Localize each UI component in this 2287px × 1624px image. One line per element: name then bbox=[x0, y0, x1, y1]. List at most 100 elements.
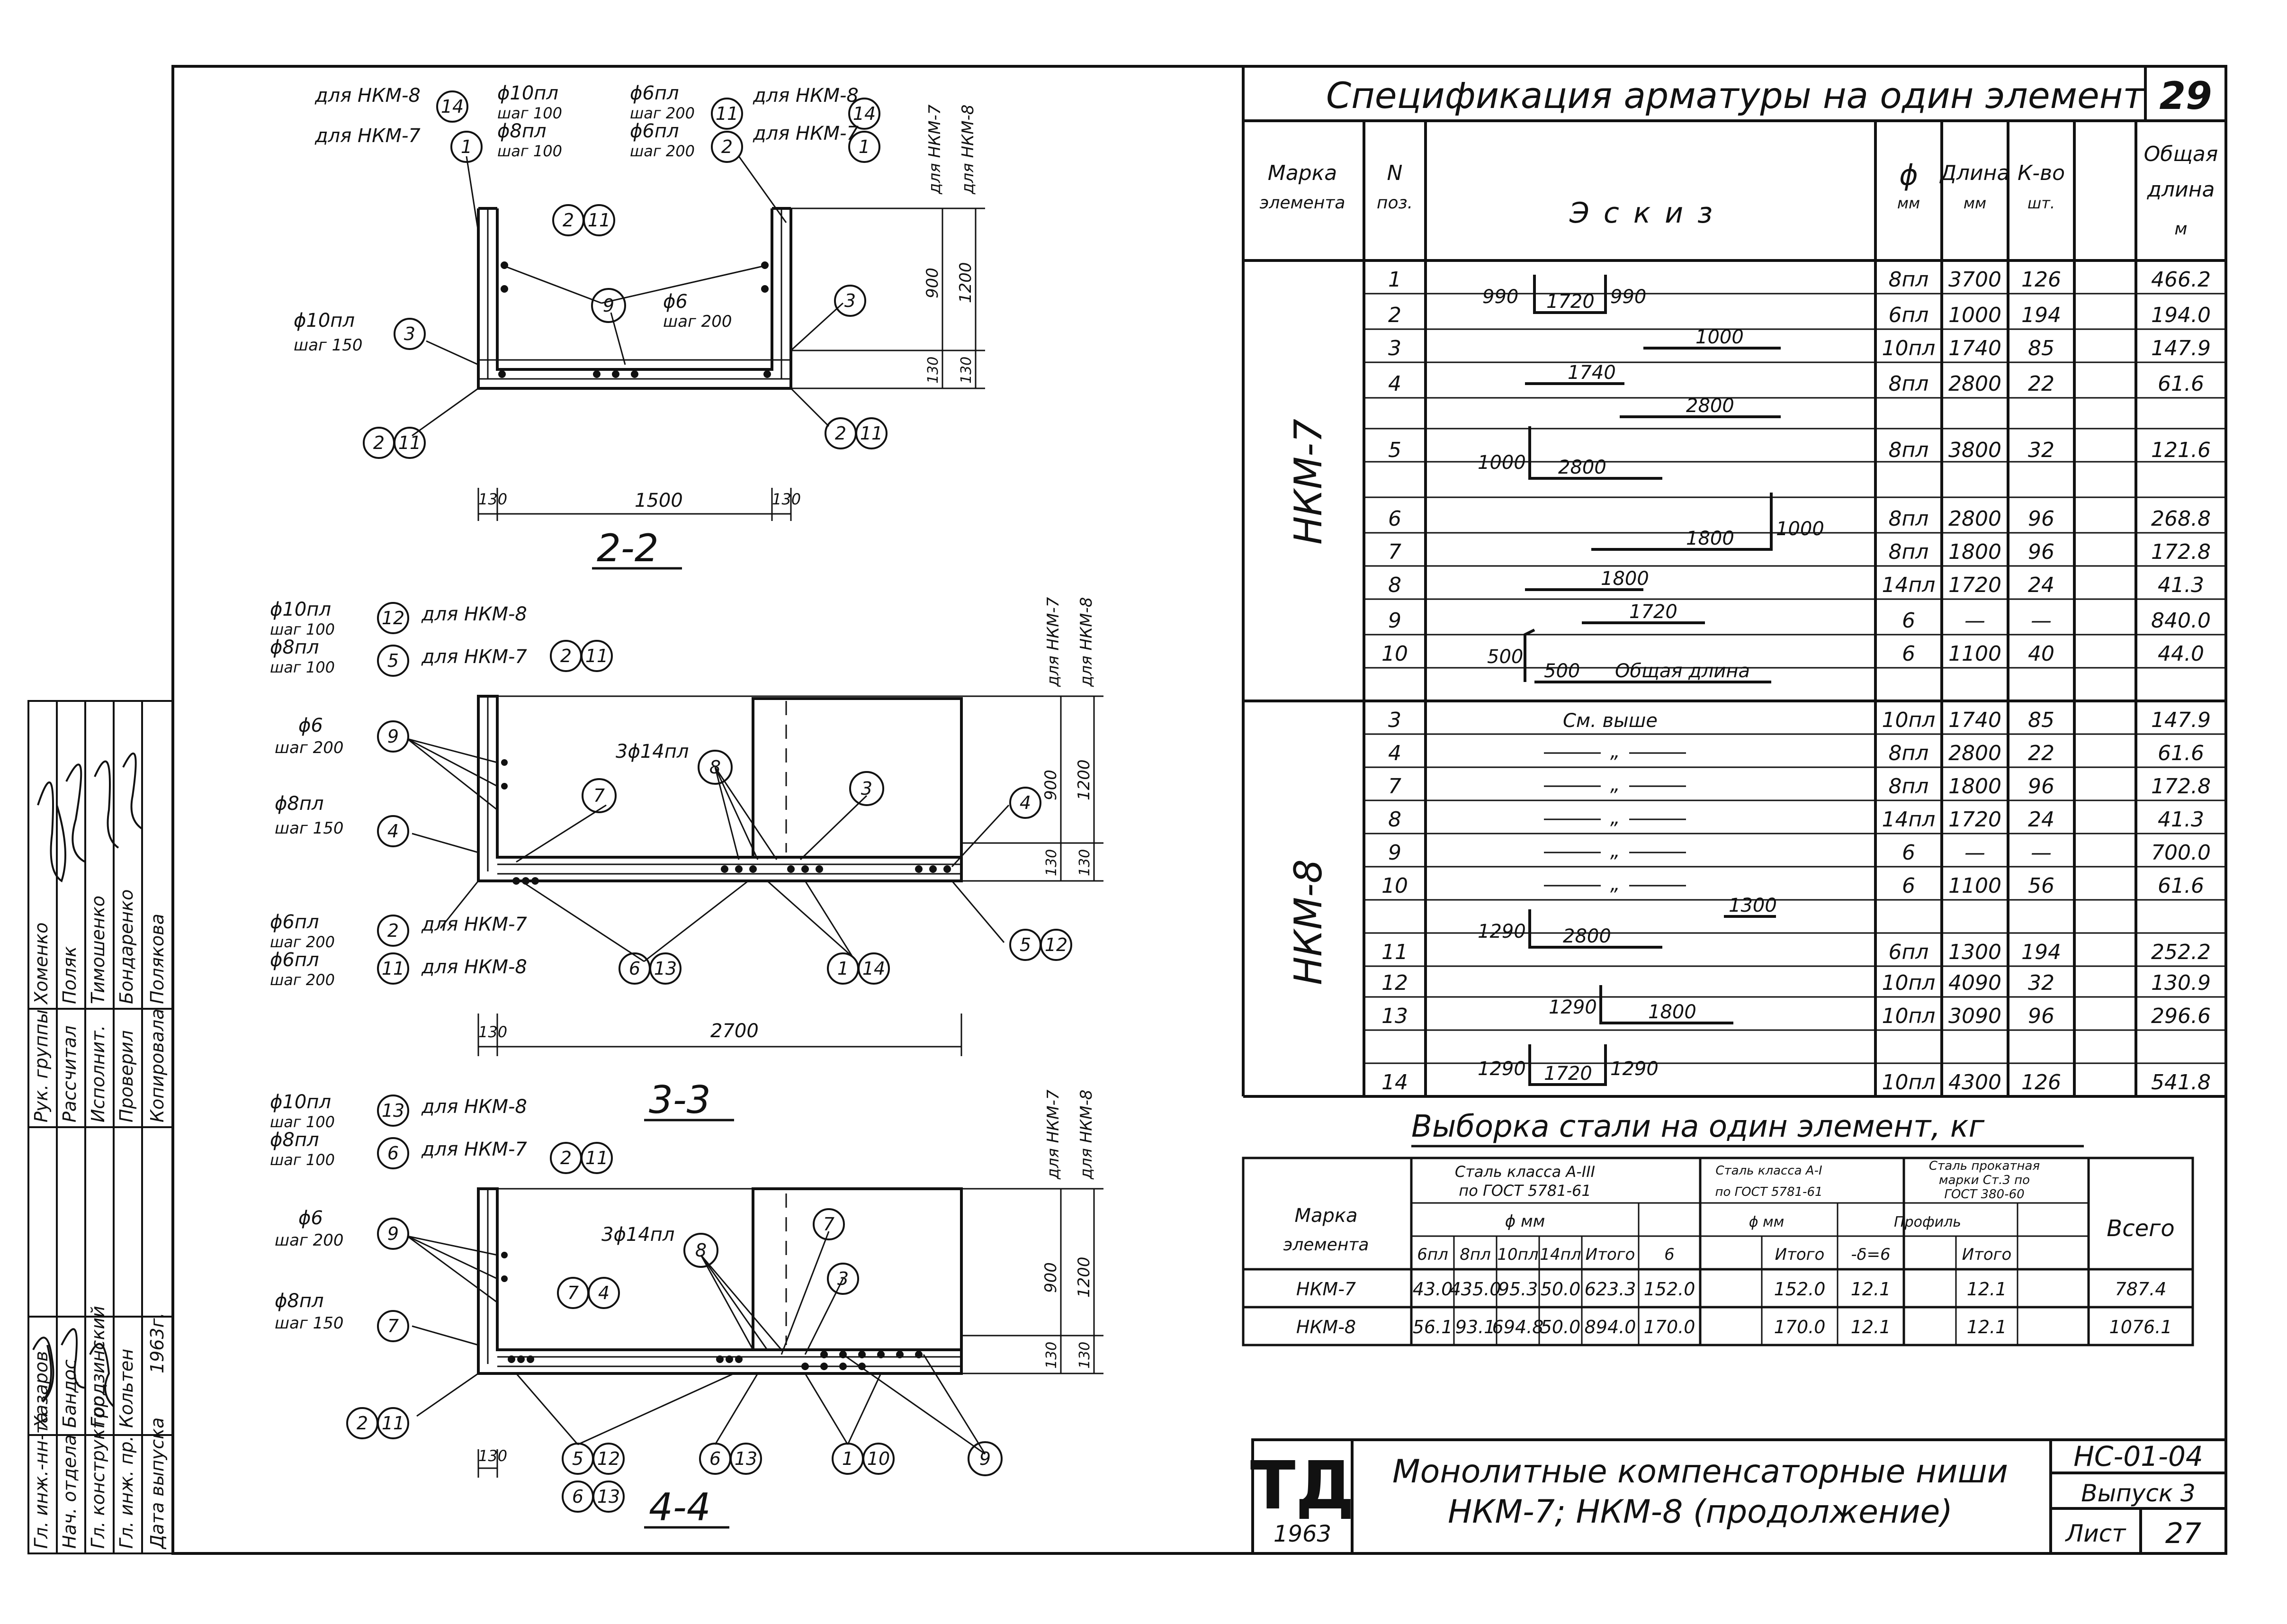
spec-cell-count: 96 bbox=[2028, 1004, 2054, 1028]
spec-cell-total: 268.8 bbox=[2151, 507, 2211, 531]
mark-5-44: 5 bbox=[572, 1448, 583, 1469]
steel-cell: 12.1 bbox=[1851, 1317, 1891, 1337]
sk4: 2800 bbox=[1686, 395, 1734, 417]
hdr-diam-1: ϕ bbox=[1899, 159, 1918, 192]
mark-9-44b: 9 bbox=[979, 1448, 991, 1469]
sk13-b: 1800 bbox=[1648, 1001, 1696, 1023]
spec-cell-diam: 6 bbox=[1902, 841, 1915, 865]
label-for8-33: для НКМ-8 bbox=[421, 603, 527, 625]
label-for8-33c: для НКМ-8 bbox=[1077, 597, 1096, 687]
spec-cell-diam: 8пл bbox=[1889, 268, 1929, 292]
stamp-role-3: Гл. конструктор bbox=[88, 1396, 108, 1549]
dim-2700: 2700 bbox=[710, 1020, 759, 1042]
dim-130-44b: 130 bbox=[1043, 1342, 1060, 1369]
mark-3: 3 bbox=[404, 323, 415, 344]
spec-cell-pos: 8 bbox=[1388, 573, 1401, 597]
spec-cell-diam: 14пл bbox=[1882, 808, 1936, 832]
spec-cell-count: — bbox=[2031, 841, 2052, 865]
spec-cell-pos: 11 bbox=[1381, 940, 1408, 964]
mark-11f: 11 bbox=[382, 958, 404, 979]
spec-cell-diam: 10пл bbox=[1882, 971, 1936, 995]
label-p6-44: ϕ6 bbox=[298, 1207, 323, 1229]
steel-hdr-phi-a3: ϕ мм bbox=[1505, 1212, 1545, 1231]
label-s150-33: шаг 150 bbox=[275, 819, 344, 838]
label-p10-44: ϕ10пл bbox=[270, 1091, 331, 1113]
hdr-len-2: мм bbox=[1964, 194, 1986, 212]
spec-title: Спецификация арматуры на один элемент bbox=[1326, 74, 2145, 117]
group-mark-nkm8: НКМ-8 bbox=[1286, 859, 1330, 985]
steel-hdr-phi-a1: ϕ мм bbox=[1749, 1214, 1785, 1230]
steel-row-total: 1076.1 bbox=[2109, 1317, 2172, 1337]
dim-130-33: 130 bbox=[478, 1023, 507, 1041]
spec-cell-pos: 10 bbox=[1381, 874, 1408, 898]
steel-subheader: Итого bbox=[1586, 1245, 1635, 1264]
label-s200b: шаг 200 bbox=[630, 142, 695, 160]
mark-13: 13 bbox=[654, 958, 677, 979]
label-p8s150-44: ϕ8пл bbox=[275, 1290, 324, 1312]
steel-cell: 694.8 bbox=[1492, 1317, 1544, 1337]
hdr-mark-1: Марка bbox=[1268, 161, 1337, 185]
label-s200c: шаг 200 bbox=[663, 312, 732, 331]
label-p10: ϕ10пл bbox=[497, 82, 558, 104]
spec-cell-length: 2800 bbox=[1948, 372, 2001, 396]
mark-9: 9 bbox=[603, 295, 614, 316]
stamp-role-2: Нач. отдела bbox=[59, 1435, 80, 1549]
spec-cell-diam: 6пл bbox=[1889, 303, 1929, 327]
stamp-name2-1: Хоменко bbox=[31, 923, 52, 1005]
spec-cell-count: 40 bbox=[2028, 642, 2054, 666]
sk14-b: 1720 bbox=[1544, 1063, 1592, 1085]
steel-hdr-profile: Профиль bbox=[1894, 1214, 1961, 1230]
spec-cell-diam: 8пл bbox=[1889, 438, 1929, 462]
spec-cell-length: 4090 bbox=[1948, 971, 2001, 995]
mark-3e: 3 bbox=[861, 778, 872, 799]
stamp-name-2: Бандос bbox=[59, 1359, 80, 1428]
spec-cell-total: 700.0 bbox=[2151, 841, 2211, 865]
spec-cell-pos: 3 bbox=[1388, 336, 1401, 360]
spec-cell-diam: 8пл bbox=[1889, 507, 1929, 531]
steel-subheader: 14пл bbox=[1540, 1245, 1581, 1264]
spec-cell-diam: 14пл bbox=[1882, 573, 1936, 597]
mark-11-44: 11 bbox=[585, 1148, 608, 1168]
mark-2-44: 2 bbox=[560, 1148, 572, 1168]
steel-cell: 56.1 bbox=[1413, 1317, 1453, 1337]
label-p10s150: ϕ10пл bbox=[294, 310, 355, 332]
steel-cell: 50.0 bbox=[1541, 1317, 1581, 1337]
ditto-lines bbox=[1544, 752, 1686, 887]
spec-cell-total: 194.0 bbox=[2151, 303, 2211, 327]
sheet-label: Лист bbox=[2065, 1520, 2127, 1547]
hdr-total-2: длина bbox=[2147, 178, 2215, 202]
spec-cell-pos: 7 bbox=[1388, 774, 1401, 799]
label-for8-33b: для НКМ-8 bbox=[421, 956, 527, 978]
ditto-3: „ bbox=[1610, 807, 1620, 829]
spec-cell-diam: 10пл bbox=[1882, 1070, 1936, 1095]
mark-1-44: 1 bbox=[842, 1448, 853, 1469]
stamp-role2-2: Рассчитал bbox=[59, 1025, 80, 1122]
spec-cell-total: 130.9 bbox=[2151, 971, 2211, 995]
steel-cell: 152.0 bbox=[1644, 1279, 1695, 1300]
spec-cell-diam: 8пл bbox=[1889, 774, 1929, 799]
sk5-a: 1000 bbox=[1478, 452, 1526, 474]
mark-5: 5 bbox=[387, 650, 399, 671]
title-line-1: Монолитные компенсаторные ниши bbox=[1392, 1453, 2008, 1490]
spec-cell-total: 147.9 bbox=[2151, 336, 2211, 360]
stamp-role-4: Гл. инж. пр. bbox=[116, 1436, 137, 1549]
spec-cell-total: 840.0 bbox=[2151, 609, 2211, 633]
label-s200a: шаг 200 bbox=[630, 104, 695, 122]
group-mark-nkm7: НКМ-7 bbox=[1286, 419, 1330, 545]
mark-2f: 2 bbox=[387, 920, 399, 941]
label-p6c: ϕ6 bbox=[663, 291, 688, 313]
dim-900-33: 900 bbox=[1041, 770, 1060, 800]
mark-12-44: 12 bbox=[597, 1448, 620, 1469]
spec-cell-pos: 14 bbox=[1381, 1070, 1408, 1095]
steel-cell: 435.0 bbox=[1450, 1279, 1501, 1300]
mark-1e: 1 bbox=[837, 958, 849, 979]
sk1-c: 990 bbox=[1610, 286, 1646, 308]
steel-cell: 95.3 bbox=[1498, 1279, 1538, 1300]
steel-cell: 12.1 bbox=[1967, 1317, 2007, 1337]
spec-cell-total: 541.8 bbox=[2151, 1070, 2211, 1095]
mark-7-44: 7 bbox=[387, 1316, 399, 1337]
dim-130b: 130 bbox=[772, 490, 801, 508]
mark-12e: 12 bbox=[1045, 934, 1067, 955]
label-for8-44c: для НКМ-8 bbox=[1077, 1090, 1096, 1180]
